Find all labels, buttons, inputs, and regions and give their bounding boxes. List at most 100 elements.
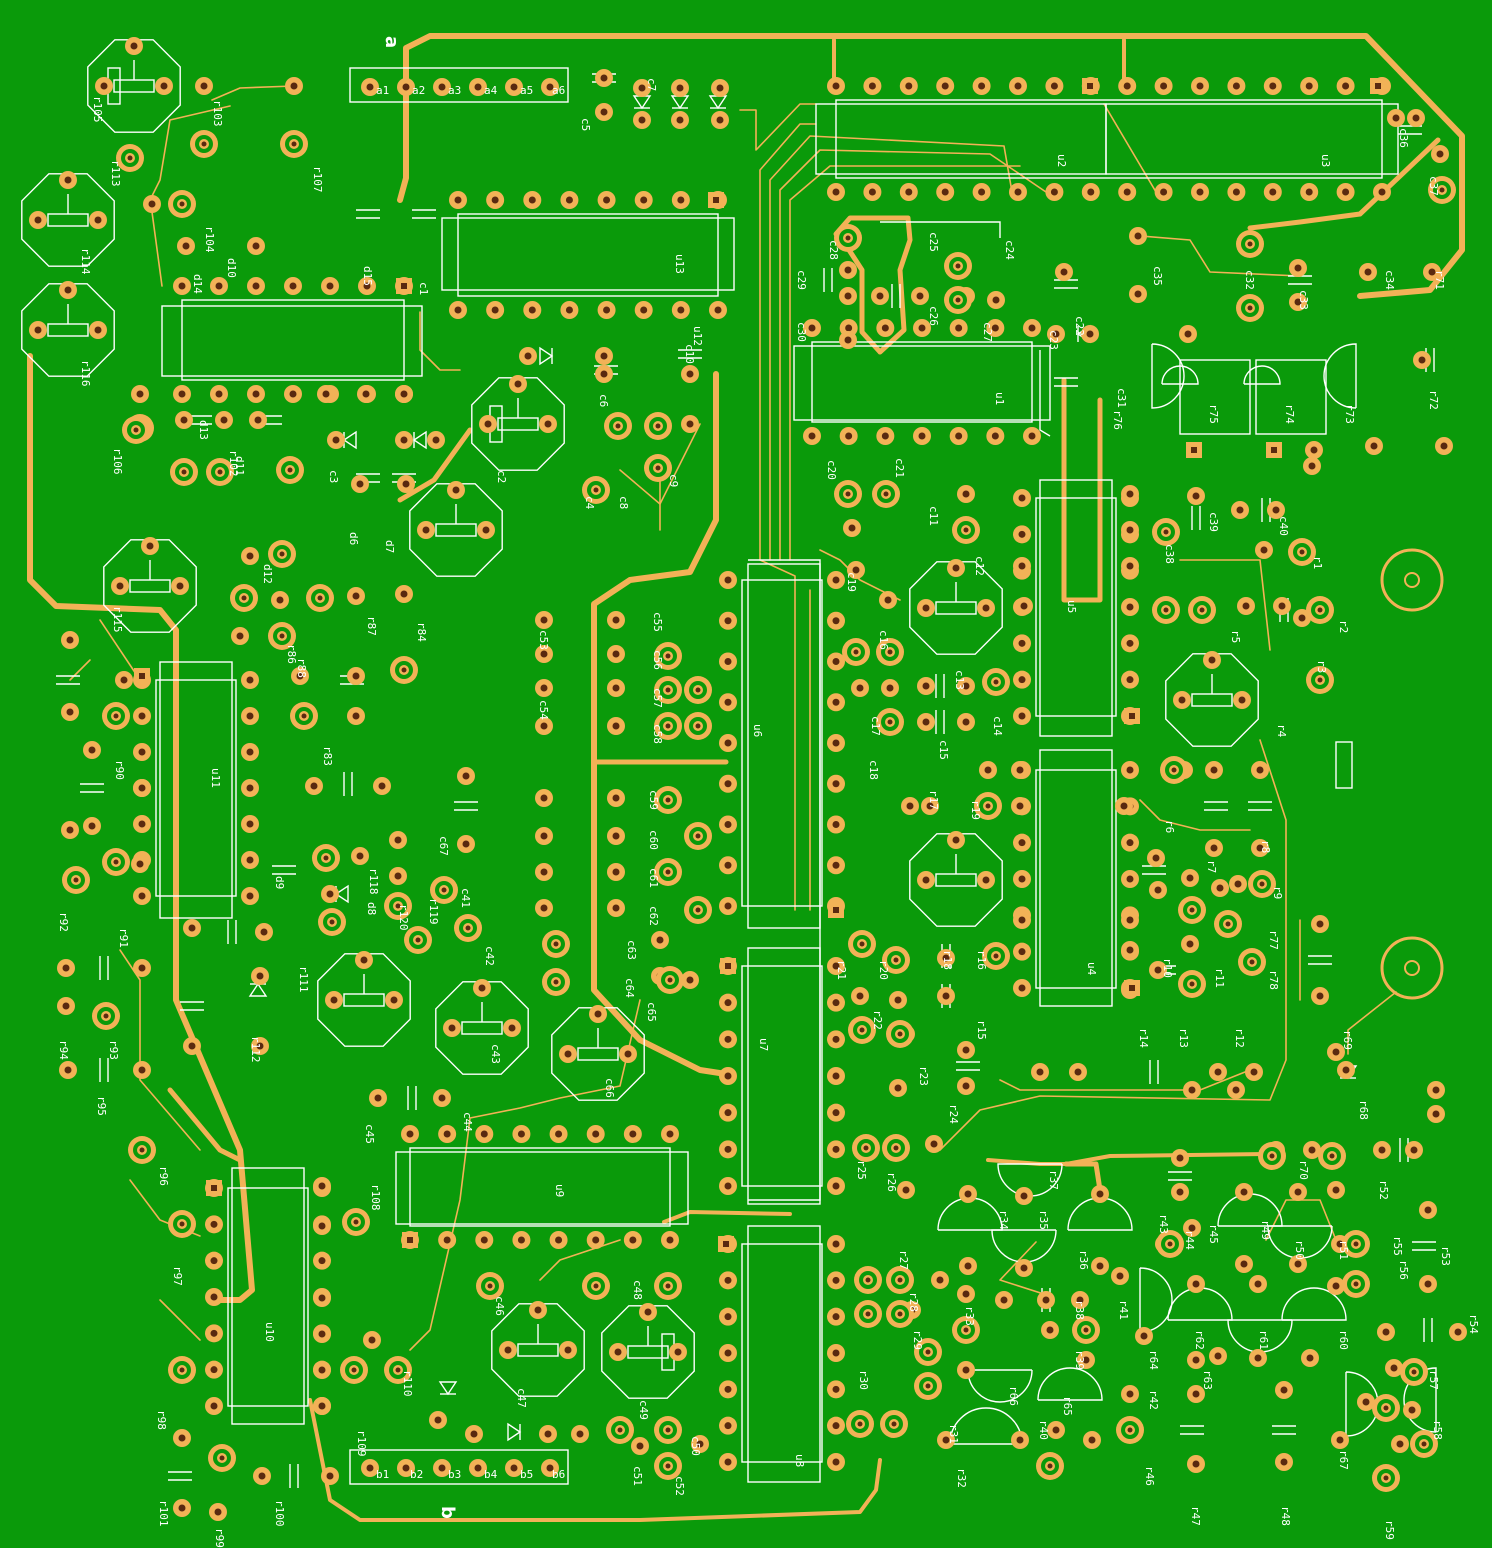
pad-hole xyxy=(1186,940,1194,948)
component-label: c59 xyxy=(647,790,660,810)
pad-hole xyxy=(832,1349,840,1357)
pad-hole xyxy=(178,390,186,398)
test-point-hole xyxy=(955,263,961,269)
pin-a1: a1 xyxy=(376,84,389,97)
pin-b4: b4 xyxy=(484,1468,498,1481)
test-point-hole xyxy=(883,491,889,497)
ic-label-u10: u10 xyxy=(263,1322,276,1342)
pad-hole xyxy=(640,306,648,314)
pad-hole xyxy=(624,1050,632,1058)
component-label: r92 xyxy=(57,912,70,932)
pad-hole xyxy=(276,596,284,604)
pad-hole xyxy=(1014,82,1022,90)
component-label: r48 xyxy=(1279,1506,1292,1526)
trace xyxy=(409,999,641,1351)
thick-trace xyxy=(1247,137,1441,231)
pad-hole xyxy=(832,780,840,788)
pad-hole xyxy=(546,83,554,91)
component-label: c19 xyxy=(845,572,858,592)
pad-hole xyxy=(638,84,646,92)
pad-hole xyxy=(1018,676,1026,684)
ic-u1-outline xyxy=(811,341,1033,423)
component-label: c50 xyxy=(689,1436,702,1456)
component-label: c18 xyxy=(867,760,880,780)
pad-hole xyxy=(832,617,840,625)
pad-hole xyxy=(360,956,368,964)
component-label: r51 xyxy=(1337,1240,1350,1260)
component-label: c26 xyxy=(927,306,940,326)
pad-hole xyxy=(510,83,518,91)
test-point-hole xyxy=(1171,767,1177,773)
pad-hole xyxy=(246,784,254,792)
pad-hole xyxy=(1208,656,1216,664)
pad-hole xyxy=(130,42,138,50)
pad-hole xyxy=(434,1416,442,1424)
pad-hole xyxy=(448,1024,456,1032)
pad-hole xyxy=(1336,1240,1344,1248)
pad-hole xyxy=(1236,506,1244,514)
component-label: r54 xyxy=(1467,1314,1480,1334)
pad-hole xyxy=(540,794,548,802)
pad-hole xyxy=(922,876,930,884)
pad-hole xyxy=(1126,490,1134,498)
pad-hole xyxy=(1316,992,1324,1000)
pad-hole xyxy=(260,928,268,936)
pad-hole xyxy=(992,296,1000,304)
component-label: c60 xyxy=(647,830,660,850)
component-label: c12 xyxy=(973,556,986,576)
pad-hole xyxy=(1342,188,1350,196)
transistor-body xyxy=(1243,365,1281,385)
pad-hole xyxy=(696,1440,704,1448)
component-label: c20 xyxy=(825,460,838,480)
square-pad-hole xyxy=(407,1237,413,1243)
component-label: c35 xyxy=(1151,266,1164,286)
trim-r33 xyxy=(551,1007,645,1101)
component-label: r58 xyxy=(1431,1420,1444,1440)
component-label: r97 xyxy=(171,1266,184,1286)
pad-hole xyxy=(832,1035,840,1043)
component-label: r120 xyxy=(397,904,410,931)
test-point-hole xyxy=(181,469,187,475)
component-label: c54 xyxy=(537,700,550,720)
trace xyxy=(939,739,1287,1151)
thick-traces xyxy=(27,33,1465,1522)
trace xyxy=(739,103,817,151)
component-label: r26 xyxy=(885,1172,898,1192)
pad-hole xyxy=(1123,82,1131,90)
trace xyxy=(759,123,817,561)
mounting-hole-ring xyxy=(1380,936,1444,1000)
mounting-hole xyxy=(1404,572,1420,588)
pad-hole xyxy=(844,292,852,300)
pad-hole xyxy=(318,1402,326,1410)
component-label: r103 xyxy=(211,100,224,127)
test-point-hole xyxy=(1249,959,1255,965)
pad-hole xyxy=(724,1385,732,1393)
pad-hole xyxy=(1160,82,1168,90)
pad-hole xyxy=(1238,696,1246,704)
pad-hole xyxy=(1260,546,1268,554)
pad-hole xyxy=(978,82,986,90)
pad-hole xyxy=(402,1464,410,1472)
pad-hole xyxy=(1294,264,1302,272)
pad-hole xyxy=(1126,766,1134,774)
pad-hole xyxy=(318,1330,326,1338)
test-point-hole xyxy=(893,1145,899,1151)
pad-hole xyxy=(576,1430,584,1438)
pad-hole xyxy=(374,1094,382,1102)
test-point-hole xyxy=(695,687,701,693)
pad-hole xyxy=(612,868,620,876)
pad-hole xyxy=(832,962,840,970)
pad-hole xyxy=(528,306,536,314)
pad-hole xyxy=(962,682,970,690)
component-label: r105 xyxy=(91,96,104,123)
pad-hole xyxy=(962,490,970,498)
test-point-hole xyxy=(441,887,447,893)
pad-hole xyxy=(832,861,840,869)
pad-hole xyxy=(1016,1436,1024,1444)
pad-hole xyxy=(922,718,930,726)
pad-hole xyxy=(1018,639,1026,647)
pad-hole xyxy=(540,616,548,624)
pad-hole xyxy=(930,1140,938,1148)
component-label: c28 xyxy=(827,240,840,260)
component-label: r32 xyxy=(955,1468,968,1488)
